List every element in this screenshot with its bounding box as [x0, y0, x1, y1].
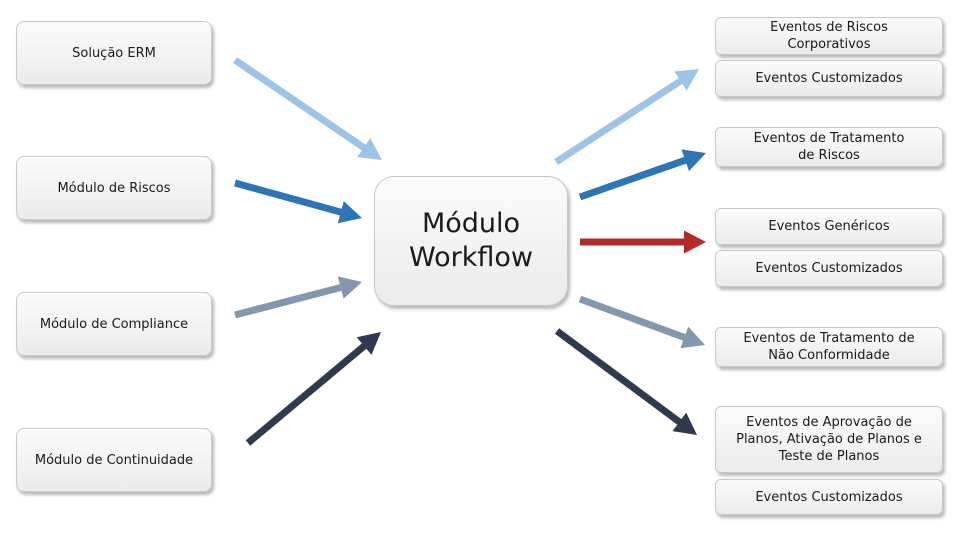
arrow-workflow-to-tratamento-riscos: [578, 149, 706, 201]
source-modulo-continuidade: Módulo de Continuidade: [16, 428, 212, 492]
event-tratamento-riscos: Eventos de Tratamento de Riscos: [715, 127, 943, 167]
event-genericos: Eventos Genéricos: [715, 208, 943, 245]
arrow-workflow-to-nao-conformidade: [578, 295, 705, 349]
arrow-compliance-to-workflow: [234, 276, 362, 319]
source-modulo-riscos: Módulo de Riscos: [16, 156, 212, 220]
source-solucao-erm: Solução ERM: [16, 21, 212, 85]
event-tratamento-nao-conformidade: Eventos de Tratamento de Não Conformidad…: [715, 327, 943, 367]
event-customizados-1: Eventos Customizados: [715, 60, 943, 97]
arrow-workflow-to-genericos: [580, 230, 706, 254]
center-modulo-workflow: Módulo Workflow: [374, 176, 568, 306]
source-modulo-compliance: Módulo de Compliance: [16, 292, 212, 356]
arrow-riscos-to-workflow: [234, 179, 362, 224]
arrow-workflow-to-aprovacao-planos: [554, 328, 697, 435]
arrow-workflow-to-riscos-corporativos: [554, 69, 699, 165]
arrow-continuidade-to-workflow: [245, 332, 381, 446]
event-customizados-3: Eventos Customizados: [715, 479, 943, 515]
event-riscos-corporativos: Eventos de Riscos Corporativos: [715, 17, 943, 55]
event-aprovacao-planos: Eventos de Aprovação de Planos, Ativação…: [715, 406, 943, 473]
arrow-erm-to-workflow: [233, 57, 382, 160]
event-customizados-2: Eventos Customizados: [715, 250, 943, 287]
